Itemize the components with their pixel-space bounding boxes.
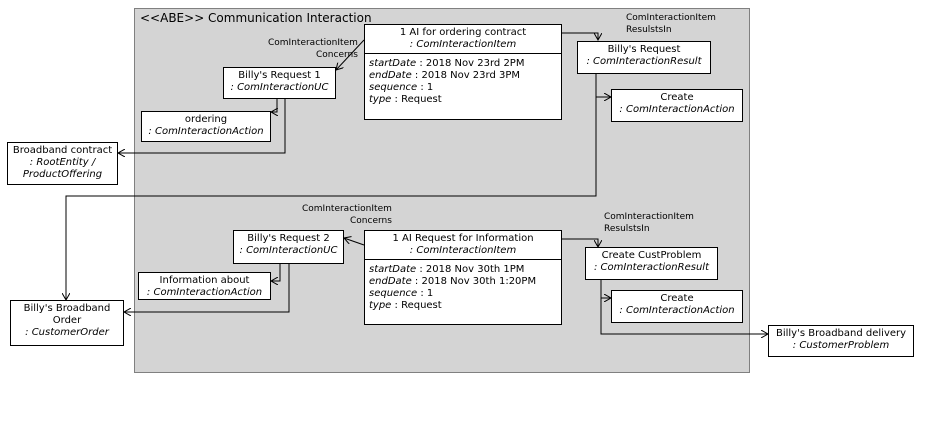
- edge-cust-problem-create2: [600, 280, 611, 298]
- node-attributes: startDate : 2018 Nov 30th 1PM endDate : …: [369, 264, 537, 311]
- edge-req2-info: [271, 264, 281, 281]
- edge-req2-order: [124, 264, 290, 312]
- frame-title: <<ABE>> Communication Interaction: [140, 11, 372, 25]
- results-label-1a: ComInteractionItem: [626, 13, 716, 23]
- edge-req1-broadband-contract: [118, 99, 286, 153]
- information-about-node[interactable]: Information about : ComInteractionAction: [138, 272, 271, 300]
- concerns-label-2b: Concerns: [350, 216, 392, 226]
- edge-ai1-req1: [336, 39, 365, 70]
- results-label-1b: ResulstsIn: [626, 25, 672, 35]
- ai-request-information-node[interactable]: 1 AI Request for Information : ComIntera…: [364, 230, 562, 325]
- billys-broadband-order-node[interactable]: Billy's Broadband Order : CustomerOrder: [10, 300, 124, 346]
- edge-req1-ordering: [271, 99, 277, 112]
- create-custproblem-node[interactable]: Create CustProblem : ComInteractionResul…: [585, 247, 718, 280]
- billys-broadband-delivery-node[interactable]: Billy's Broadband delivery : CustomerPro…: [768, 325, 914, 357]
- edge-ai1-billys-request: [562, 32, 598, 40]
- concerns-label-2a: ComInteractionItem: [302, 204, 392, 214]
- billys-request-2-node[interactable]: Billy's Request 2 : ComInteractionUC: [233, 230, 344, 264]
- ai-ordering-contract-node[interactable]: 1 AI for ordering contract : ComInteract…: [364, 24, 562, 120]
- billys-request-node[interactable]: Billy's Request : ComInteractionResult: [577, 41, 711, 74]
- node-type: : ComInteractionItem: [409, 39, 517, 50]
- concerns-label-1b: Concerns: [316, 50, 358, 60]
- node-name: 1 AI for ordering contract: [399, 27, 527, 38]
- results-label-2b: ResulstsIn: [604, 224, 650, 234]
- broadband-contract-node[interactable]: Broadband contract : RootEntity / Produc…: [7, 142, 118, 185]
- edge-cust-problem-delivery: [600, 280, 768, 334]
- node-attributes: startDate : 2018 Nov 23rd 2PM endDate : …: [369, 58, 525, 105]
- results-label-2a: ComInteractionItem: [604, 212, 694, 222]
- edge-billys-request-order: [66, 74, 597, 300]
- create-action-node-1[interactable]: Create : ComInteractionAction: [611, 89, 743, 122]
- edge-billys-request-create1: [595, 74, 611, 97]
- billys-request-1-node[interactable]: Billy's Request 1 : ComInteractionUC: [223, 67, 336, 99]
- ordering-node[interactable]: ordering : ComInteractionAction: [141, 111, 271, 142]
- edge-ai2-cust-problem: [562, 238, 598, 247]
- create-action-node-2[interactable]: Create : ComInteractionAction: [611, 290, 743, 323]
- edge-ai2-req2: [344, 238, 365, 246]
- concerns-label-1a: ComInteractionItem: [268, 38, 358, 48]
